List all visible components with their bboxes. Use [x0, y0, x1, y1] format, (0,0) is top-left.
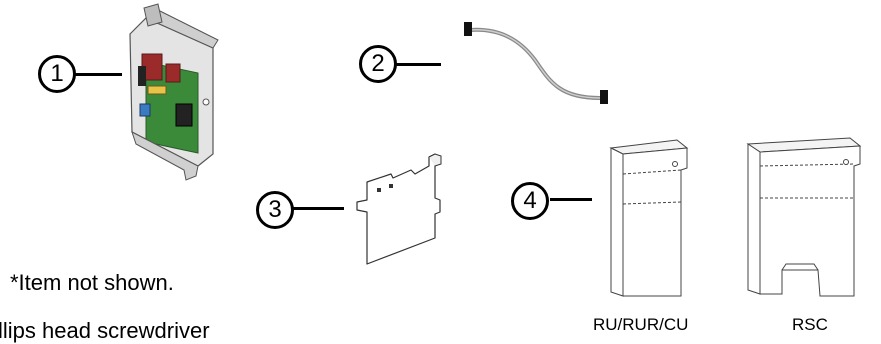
callout-4: 4: [511, 182, 549, 220]
callout-2: 2: [359, 45, 397, 83]
control-board-assembly-icon: [129, 3, 219, 181]
access-cover-icon: [609, 139, 689, 297]
wire-harness-icon: [464, 22, 608, 104]
callout-2-leader: [395, 63, 441, 66]
callout-1-leader: [74, 73, 122, 76]
access-cover-icon: [746, 137, 862, 297]
tool-list-partial: llips head screwdriver: [0, 318, 210, 343]
cover-a-caption: RU/RUR/CU: [593, 315, 689, 334]
callout-3-leader: [292, 207, 344, 210]
cover-b-caption: RSC: [792, 315, 828, 334]
bracket-plate-icon: [356, 153, 442, 265]
callout-1: 1: [38, 55, 76, 93]
callout-4-leader: [550, 198, 592, 201]
item-not-shown-note: *Item not shown.: [10, 270, 174, 295]
callout-3: 3: [256, 191, 294, 229]
